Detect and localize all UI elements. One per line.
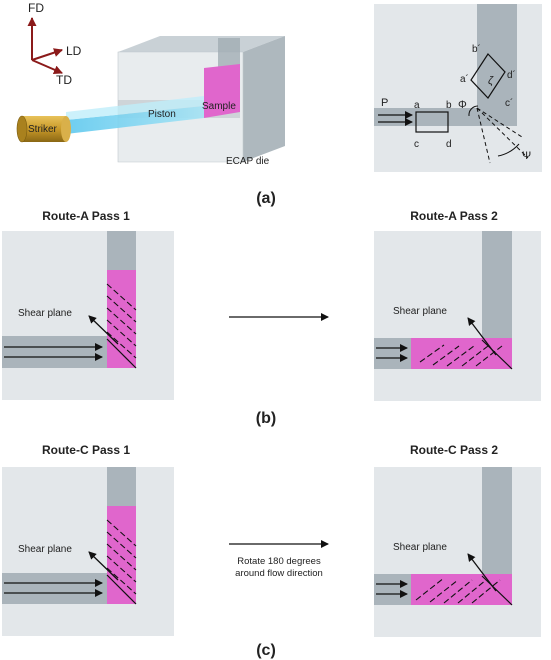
- sample-label: Sample: [202, 101, 236, 112]
- corner-a: a: [414, 100, 420, 111]
- corner-d-prime: d´: [507, 69, 516, 81]
- caption-b: (b): [256, 410, 276, 427]
- panel-b: Route-A Pass 1 Route-A Pass 2 Shear plan…: [2, 209, 541, 427]
- pressure-label: P: [381, 97, 388, 109]
- corner-b-prime: b´: [472, 43, 481, 55]
- piston: Piston Sample: [66, 96, 236, 134]
- fd-axis-label: FD: [28, 1, 44, 15]
- element-sheared: [470, 53, 506, 99]
- piston-label: Piston: [148, 109, 176, 120]
- route-c-pass2-diagram: Shear plane: [374, 467, 541, 637]
- shear-plane-label-a2: Shear plane: [393, 306, 447, 317]
- route-a-pass2-diagram: Shear plane: [374, 231, 541, 401]
- element-abcd: [415, 111, 449, 133]
- route-a-pass2-title: Route-A Pass 2: [410, 209, 498, 223]
- ecap-die-label: ECAP die: [226, 156, 270, 167]
- striker: Striker: [16, 115, 71, 143]
- shear-plane-label-c2: Shear plane: [393, 542, 447, 553]
- shear-plane-label-c1: Shear plane: [18, 544, 72, 555]
- zeta-symbol: ζ: [488, 75, 494, 87]
- rotate-text-line2: around flow direction: [235, 568, 323, 579]
- shear-plane-label-a1: Shear plane: [18, 308, 72, 319]
- corner-b: b: [446, 100, 452, 111]
- caption-c: (c): [256, 642, 276, 659]
- corner-c: c: [414, 139, 419, 150]
- caption-a: (a): [256, 190, 276, 207]
- route-c-pass1-title: Route-C Pass 1: [42, 443, 130, 457]
- striker-label: Striker: [28, 124, 58, 135]
- psi-symbol: Ψ: [522, 150, 531, 162]
- td-axis-label: TD: [56, 73, 72, 87]
- rotate-text-line1: Rotate 180 degrees: [237, 556, 321, 567]
- panel-c: Route-C Pass 1 Route-C Pass 2 Shear plan…: [2, 443, 541, 659]
- route-c-pass1-diagram: Shear plane: [2, 467, 174, 636]
- corner-d: d: [446, 139, 452, 150]
- shear-schematic: P a b c d b´ d´ a´ c´ ζ Φ Ψ: [374, 4, 542, 172]
- ld-axis-label: LD: [66, 44, 82, 58]
- phi-symbol: Φ: [458, 99, 467, 111]
- route-c-pass2-title: Route-C Pass 2: [410, 443, 498, 457]
- corner-c-prime: c´: [505, 97, 513, 109]
- axis-triad: FD LD TD: [27, 1, 82, 87]
- corner-a-prime: a´: [460, 73, 469, 85]
- route-a-pass1-title: Route-A Pass 1: [42, 209, 130, 223]
- panel-a: FD LD TD ECAP die Piston Sample: [16, 1, 542, 207]
- route-a-pass1-diagram: Shear plane: [2, 231, 174, 400]
